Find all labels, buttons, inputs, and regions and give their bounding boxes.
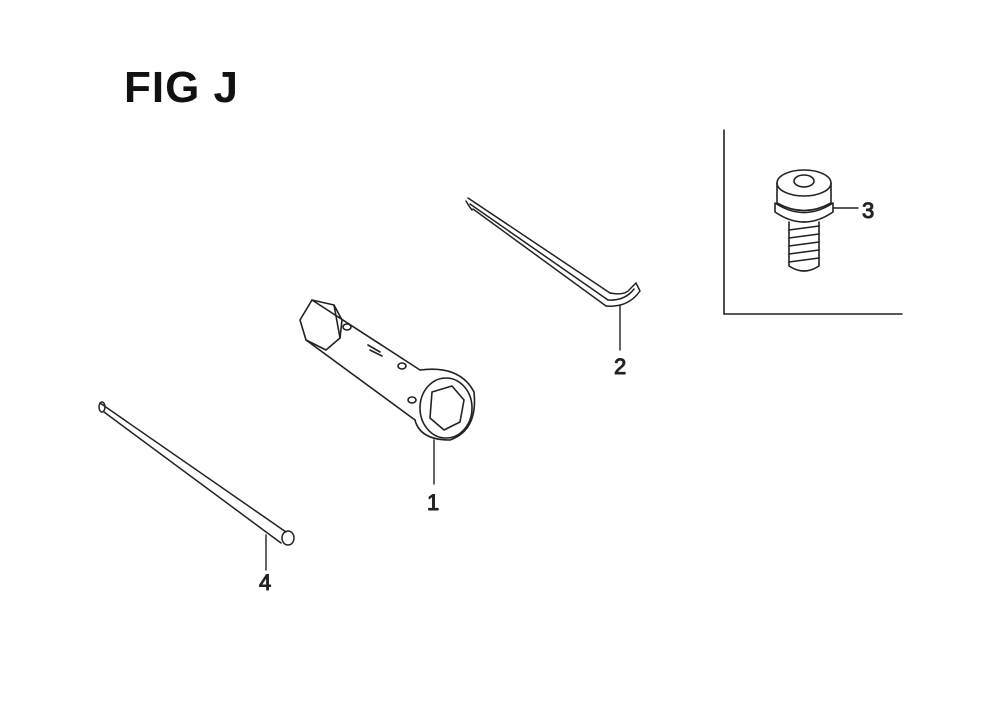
callout-4: 4 xyxy=(259,570,271,595)
tommy-bar-icon xyxy=(98,401,295,546)
callout-1: 1 xyxy=(427,490,439,515)
inset-frame xyxy=(723,129,903,315)
bolt-icon xyxy=(774,169,834,272)
callout-3: 3 xyxy=(862,198,874,223)
callout-2: 2 xyxy=(614,354,626,379)
hex-key-icon xyxy=(465,197,641,307)
box-wrench-icon xyxy=(299,299,476,441)
figure-title: FIG J xyxy=(124,63,240,112)
